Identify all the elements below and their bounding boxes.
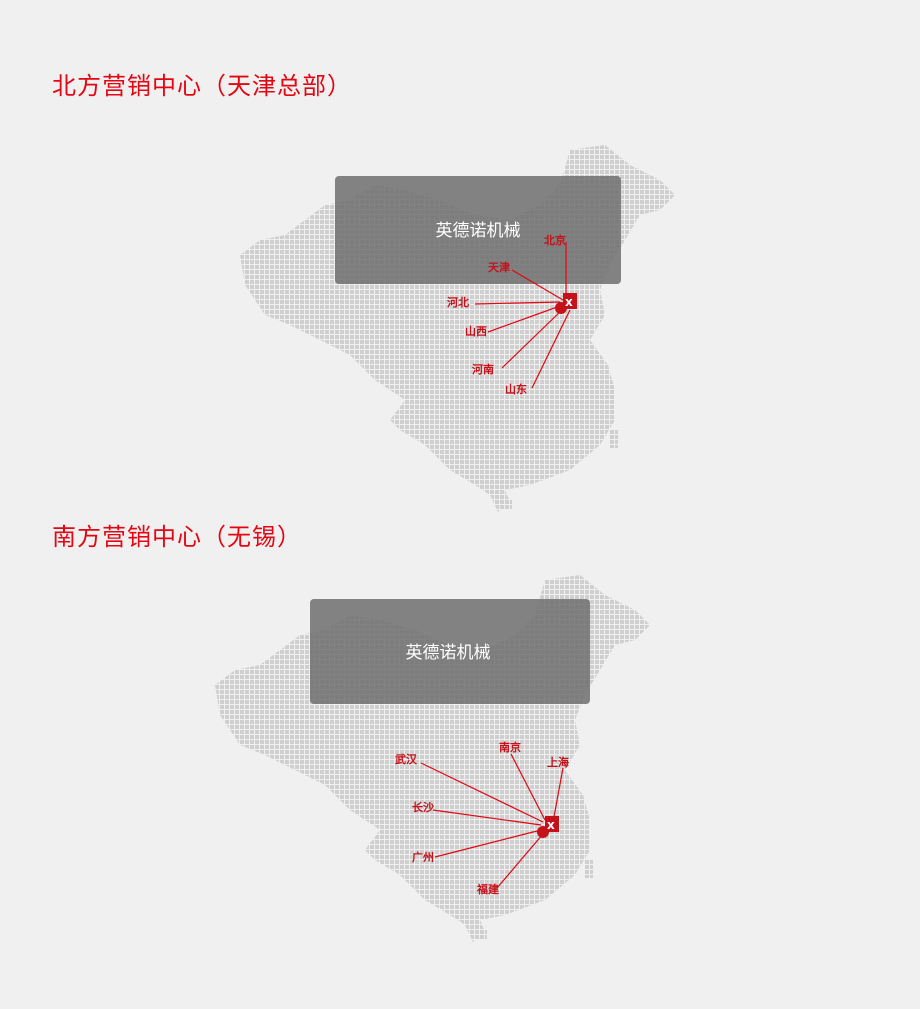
north-title: 北方营销中心（天津总部） — [52, 72, 352, 100]
city-label-guangzhou: 广州 — [412, 850, 434, 864]
south-title: 南方营销中心（无锡） — [52, 523, 302, 551]
connection-lines — [420, 753, 564, 889]
city-label-hebei: 河北 — [447, 295, 469, 309]
city-label-shanghai: 上海 — [547, 755, 569, 769]
city-label-henan: 河南 — [472, 362, 494, 376]
china-map-south: 英德诺机械 南京 上海 武汉 长沙 广州 福建 x — [215, 575, 650, 942]
china-map-north: 英德诺机械 北京 天津 河北 山西 河南 山东 x — [240, 145, 675, 512]
svg-text:x: x — [565, 295, 573, 309]
dx-logo-icon: x — [555, 293, 577, 314]
city-label-shandong: 山东 — [505, 382, 527, 396]
south-map: 英德诺机械 南京 上海 武汉 长沙 广州 福建 x — [205, 570, 665, 950]
city-label-shanxi: 山西 — [465, 324, 487, 338]
city-label-wuhan: 武汉 — [395, 752, 418, 766]
city-label-nanjing: 南京 — [499, 740, 521, 754]
dx-logo-icon: x — [537, 816, 559, 838]
company-name: 英德诺机械 — [436, 221, 521, 241]
company-name: 英德诺机械 — [406, 643, 491, 663]
city-label-fujian: 福建 — [476, 882, 500, 896]
svg-text:x: x — [547, 818, 555, 832]
north-map: 英德诺机械 北京 天津 河北 山西 河南 山东 x — [230, 140, 690, 515]
company-overlay — [335, 176, 621, 284]
connection-lines — [474, 242, 571, 389]
city-label-changsha: 长沙 — [412, 800, 434, 814]
company-overlay — [310, 599, 590, 704]
north-section: 北方营销中心（天津总部） 英德诺机械 — [52, 72, 690, 515]
city-label-beijing: 北京 — [544, 233, 566, 247]
south-section: 南方营销中心（无锡） 英德诺机械 南京 上海 — [0, 515, 920, 1009]
city-label-tianjin: 天津 — [488, 260, 510, 274]
